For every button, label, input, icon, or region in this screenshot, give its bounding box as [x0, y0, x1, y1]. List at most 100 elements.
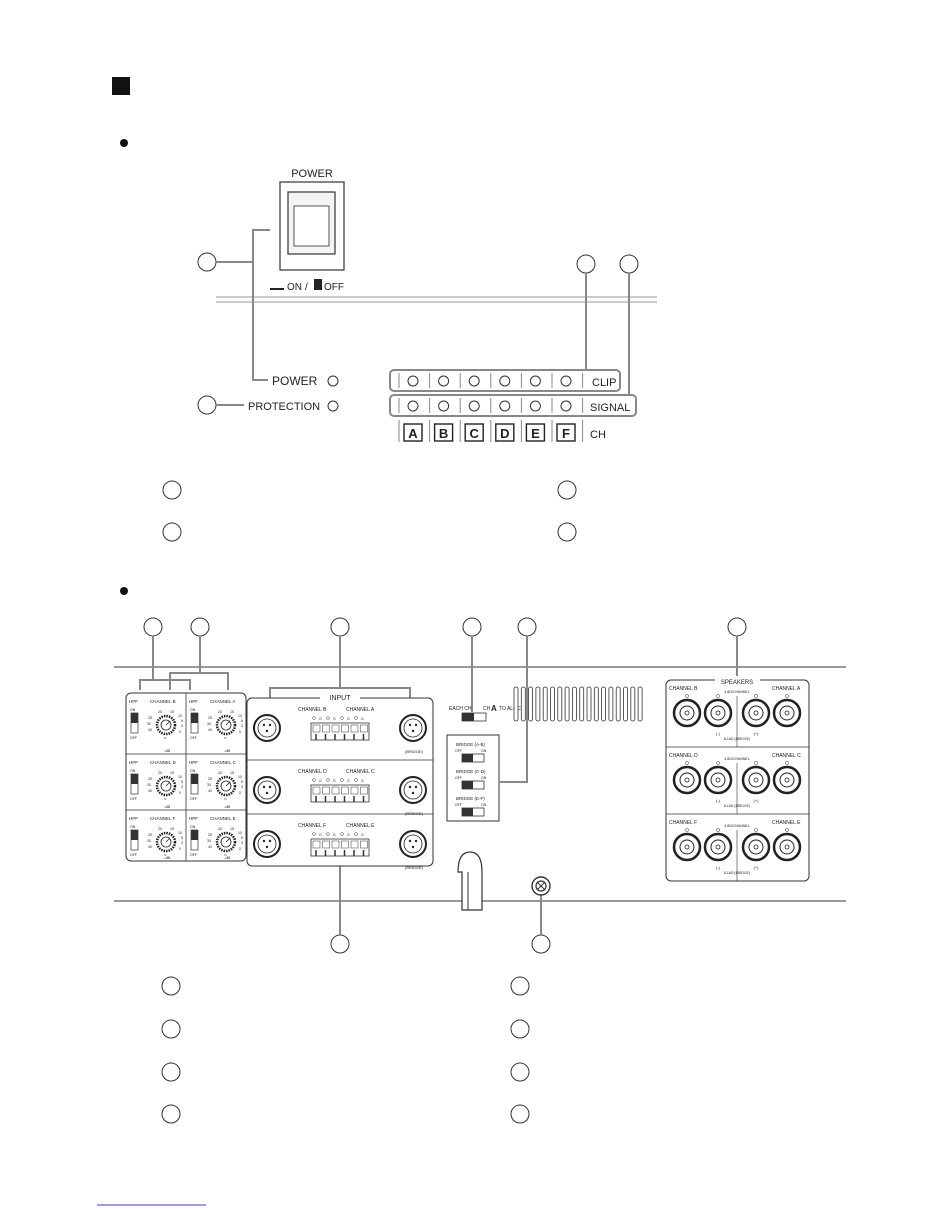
- terminal-label: G: [361, 779, 364, 783]
- hpf-label: HPF: [189, 699, 198, 704]
- knob-scale-mark: 3: [181, 841, 183, 845]
- vent-slot: [535, 686, 541, 722]
- db-label: -dB: [224, 748, 231, 753]
- knob-scale-mark: 20: [218, 771, 222, 775]
- channel-letter: D: [500, 426, 509, 441]
- knob-scale-mark: 40: [208, 789, 212, 793]
- signal-led: [407, 400, 419, 412]
- legend-callout: [161, 976, 181, 996]
- hpf-on-label: ON: [130, 825, 136, 829]
- bridge-on-label: ON: [481, 803, 487, 807]
- knob-scale-mark: 30: [147, 839, 151, 843]
- legend-callout: [162, 480, 182, 500]
- polarity-label: (-): [716, 798, 721, 803]
- bridge-input-label: (BRIDGE): [405, 749, 424, 754]
- speaker-channel-label: CHANNEL D: [669, 753, 698, 759]
- clip-led: [560, 375, 572, 387]
- legend-callout: [161, 1104, 181, 1124]
- terminal-label: G: [361, 717, 364, 721]
- knob-scale-mark: 3: [241, 841, 243, 845]
- hpf-label: HPF: [129, 760, 138, 765]
- power-led: [327, 375, 339, 387]
- legend-callout: [161, 1062, 181, 1082]
- bridge-switch-label: BRIDGE (E-F): [456, 796, 485, 801]
- protection-led-label: PROTECTION: [248, 401, 320, 413]
- callout-circle: [197, 395, 217, 415]
- db-label: -dB: [164, 855, 171, 860]
- clip-label: CLIP: [592, 377, 616, 389]
- hpf-label: HPF: [189, 760, 198, 765]
- knob-scale-mark: 30: [207, 783, 211, 787]
- knob-scale-mark: 15: [230, 710, 234, 714]
- speaker-channel-label: CHANNEL A: [772, 686, 801, 692]
- bridge-on-label: ON: [481, 776, 487, 780]
- volume-channel-label: CHANNEL A: [210, 699, 235, 704]
- terminal-label: G: [319, 779, 322, 783]
- channel-letter: F: [562, 426, 570, 441]
- terminal-label: G: [347, 833, 350, 837]
- vent-slot: [579, 686, 585, 722]
- knob-scale-mark: 0: [239, 730, 241, 734]
- bridge-on-label: ON: [481, 749, 487, 753]
- legend-callout: [510, 1019, 530, 1039]
- volume-channel-label: CHANNEL C: [210, 760, 237, 765]
- knob-scale-mark: 10: [238, 775, 242, 779]
- terminal-label: G: [333, 779, 336, 783]
- legend-callout: [162, 522, 182, 542]
- signal-led: [438, 400, 450, 412]
- terminal-label: G: [361, 833, 364, 837]
- knob-scale-mark: 0: [179, 791, 181, 795]
- speaker-impedance-label: 4-8Ω/CHANNEL: [724, 690, 749, 694]
- knob-scale-mark: 10: [178, 714, 182, 718]
- callout-circle: [330, 934, 350, 954]
- bridge-off-label: OFF: [455, 749, 462, 753]
- callout-circle: [727, 617, 747, 637]
- callout-circle: [197, 252, 217, 272]
- callout-circle: [619, 254, 639, 274]
- bridge-input-label: (BRIDGE): [405, 865, 424, 870]
- bridge-switch-label: BRIDGE (C-D): [456, 769, 486, 774]
- channel-letter-box: [464, 423, 484, 442]
- knob-scale-mark: 20: [158, 771, 162, 775]
- input-channel-label: CHANNEL A: [346, 707, 375, 713]
- vent-slot: [520, 686, 526, 722]
- knob-scale-mark: 20: [218, 827, 222, 831]
- hpf-label: HPF: [129, 816, 138, 821]
- speaker-channel-label: CHANNEL E: [772, 820, 801, 826]
- knob-scale-mark: 40: [208, 845, 212, 849]
- callout-circle: [531, 934, 551, 954]
- power-sep-label: /: [305, 282, 308, 293]
- knob-scale-mark: 10: [238, 714, 242, 718]
- legend-callout: [557, 480, 577, 500]
- hpf-off-label: OFF: [130, 853, 137, 857]
- knob-scale-mark: 40: [148, 728, 152, 732]
- hpf-off-label: OFF: [190, 853, 197, 857]
- speaker-impedance-label: 4-8Ω/CHANNEL: [724, 824, 749, 828]
- knob-scale-mark: 3: [241, 785, 243, 789]
- power-switch-title: POWER: [291, 168, 333, 180]
- channel-letter: C: [470, 426, 480, 441]
- vent-slot: [630, 686, 636, 722]
- polarity-label: (-): [716, 865, 721, 870]
- ch-label: CH: [590, 429, 606, 441]
- polarity-label: (+): [754, 865, 760, 870]
- speaker-bridge-label: 8-16Ω (BRIDGE): [724, 871, 750, 875]
- knob-scale-mark: 6: [241, 780, 243, 784]
- legend-callout: [510, 1104, 530, 1124]
- knob-scale-mark: 40: [148, 789, 152, 793]
- signal-led: [529, 400, 541, 412]
- knob-scale-mark: 3: [241, 724, 243, 728]
- knob-scale-mark: ∞: [164, 797, 167, 801]
- knob-scale-mark: 25: [208, 833, 212, 837]
- power-led-label: POWER: [272, 374, 318, 388]
- knob-scale-mark: 20: [158, 827, 162, 831]
